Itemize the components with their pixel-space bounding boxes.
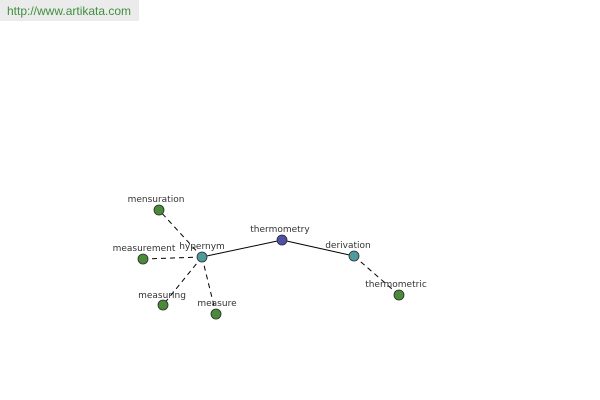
edge-hypernym-measuring (162, 256, 203, 306)
node-measurement[interactable] (137, 253, 149, 265)
edge-hypernym-mensuration (158, 209, 203, 258)
node-label-measure[interactable]: measure (197, 299, 237, 309)
node-measuring[interactable] (157, 299, 169, 311)
node-hypernym[interactable] (196, 251, 208, 263)
node-label-derivation[interactable]: derivation (325, 241, 371, 251)
node-thermometric[interactable] (393, 289, 405, 301)
edge-thermometry-derivation (281, 239, 355, 257)
nodes-layer (137, 204, 405, 320)
node-label-mensuration[interactable]: mensuration (128, 195, 185, 205)
edge-derivation-thermometric (353, 255, 400, 296)
edges-layer (142, 209, 400, 315)
node-measure[interactable] (210, 308, 222, 320)
node-derivation[interactable] (348, 250, 360, 262)
node-mensuration[interactable] (153, 204, 165, 216)
site-url-link[interactable]: http://www.artikata.com (0, 0, 139, 21)
edge-hypernym-measure (201, 256, 217, 315)
node-label-hypernym[interactable]: hypernym (179, 242, 225, 252)
edge-thermometry-hypernym (201, 239, 283, 258)
labels-layer: thermometry hypernym derivation mensuration… (113, 195, 427, 309)
node-label-thermometric[interactable]: thermometric (365, 280, 427, 290)
node-label-measuring[interactable]: measuring (138, 291, 186, 301)
node-label-thermometry[interactable]: thermometry (250, 225, 310, 235)
edge-hypernym-measurement (142, 256, 203, 260)
node-label-measurement[interactable]: measurement (113, 244, 176, 254)
node-thermometry[interactable] (276, 234, 288, 246)
